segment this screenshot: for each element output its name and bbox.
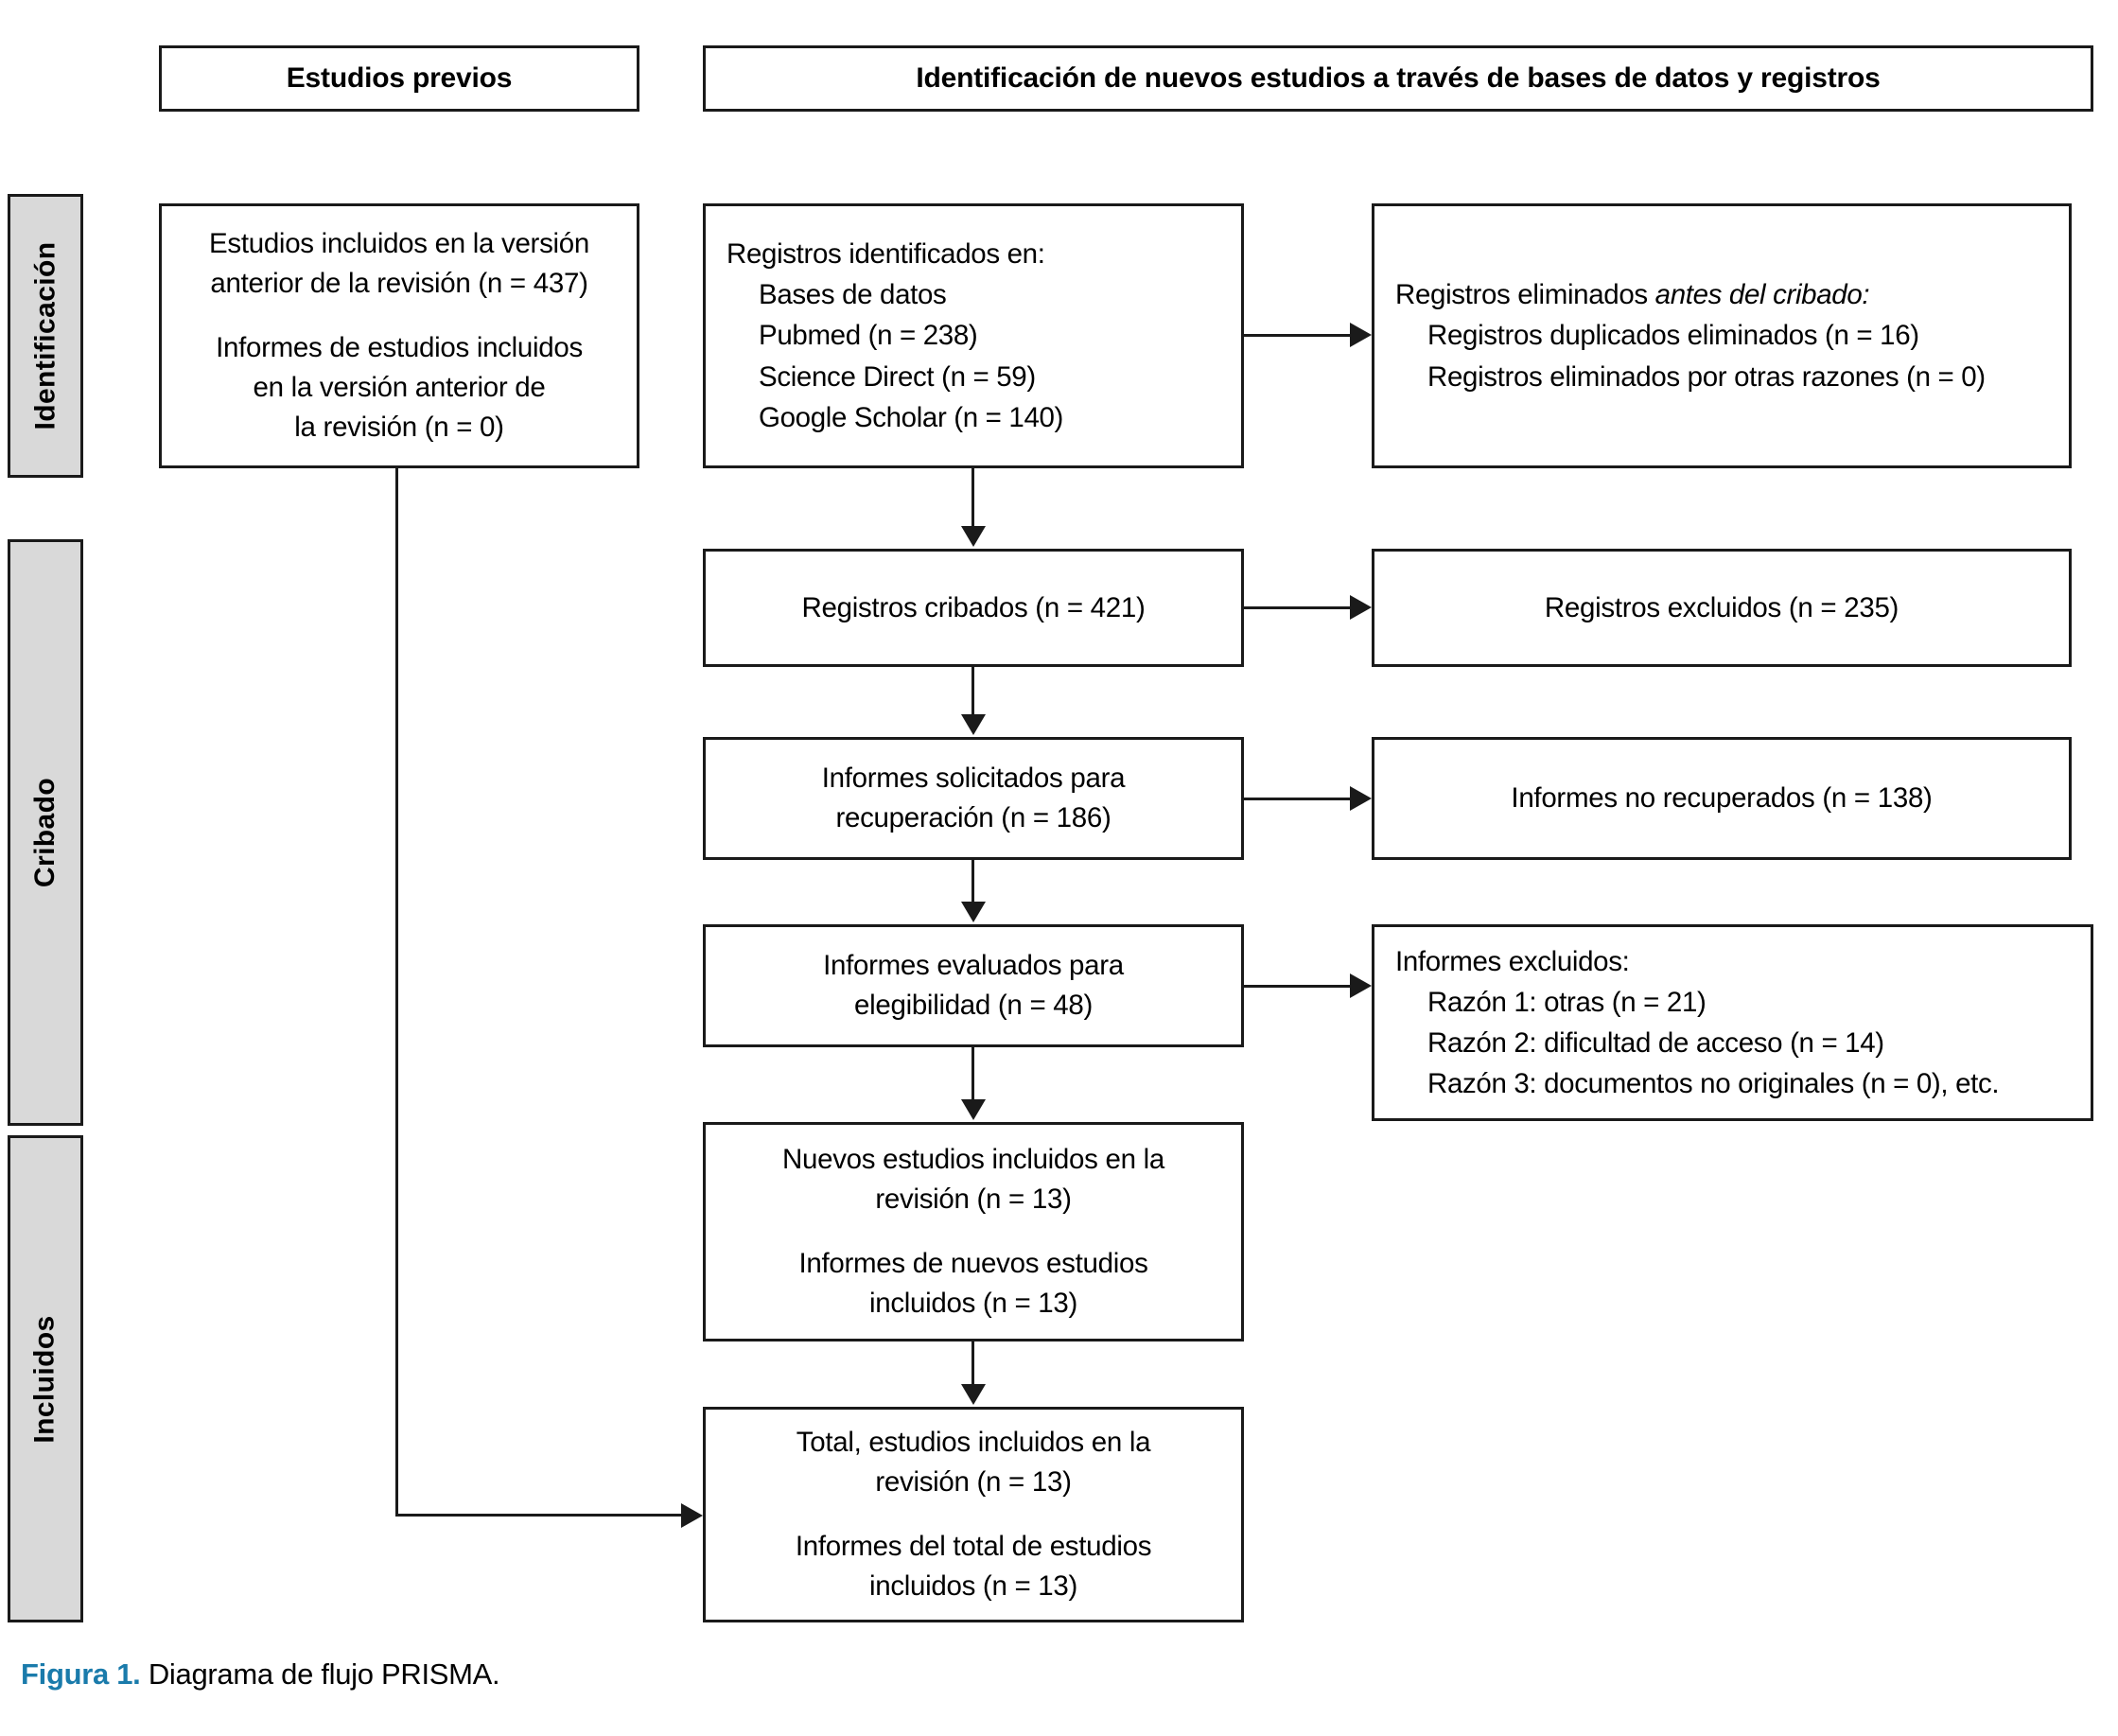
node-new-studies-included-part2: Informes de nuevos estudios incluidos (n… (726, 1244, 1220, 1324)
connector-sought-to-not-retrieved (1244, 798, 1350, 800)
node-reports-assessed-text: Informes evaluados para elegibilidad (n … (726, 946, 1220, 1026)
connector-new-included-to-total (971, 1341, 974, 1386)
node-records-removed-line3: Registros eliminados por otras razones (… (1427, 360, 1986, 393)
connector-sought-to-assessed (971, 860, 974, 903)
text-line: Informes de estudios incluidos (216, 332, 583, 364)
node-reports-excluded-line4: Razón 3: documentos no originales (n = 0… (1427, 1068, 2000, 1100)
connector-assessed-to-new-included (971, 1047, 974, 1101)
node-records-screened: Registros cribados (n = 421) (703, 549, 1244, 667)
node-previous-included: Estudios incluidos en la versión anterio… (159, 203, 639, 468)
node-records-removed-line1: Registros eliminados antes del cribado: (1395, 274, 2048, 315)
node-records-identified-line2: Bases de datos (759, 279, 947, 311)
node-reports-assessed: Informes evaluados para elegibilidad (n … (703, 924, 1244, 1047)
node-total-included-part2: Informes del total de estudios incluidos… (726, 1527, 1220, 1606)
text-line: revisión (n = 13) (875, 1184, 1072, 1216)
arrowhead-assessed-to-reports-excluded (1350, 973, 1372, 998)
arrowhead-identified-to-removed (1350, 323, 1372, 347)
node-records-excluded-text: Registros excluidos (n = 235) (1544, 591, 1899, 623)
header-previous-studies: Estudios previos (159, 45, 639, 112)
node-records-identified-line3: Pubmed (n = 238) (759, 320, 978, 352)
text-line: revisión (n = 13) (875, 1466, 1072, 1499)
text-line: la revisión (n = 0) (294, 411, 504, 443)
stage-label-identificacion-text: Identificación (29, 241, 61, 430)
arrowhead-screened-to-sought (961, 714, 986, 735)
node-reports-sought: Informes solicitados para recuperación (… (703, 737, 1244, 860)
figure-caption: Figura 1. Diagrama de flujo PRISMA. (21, 1657, 500, 1692)
node-new-studies-included-part1: Nuevos estudios incluidos en la revisión… (726, 1140, 1220, 1219)
text-line: elegibilidad (n = 48) (854, 990, 1093, 1021)
node-total-included: Total, estudios incluidos en la revisión… (703, 1407, 1244, 1622)
node-records-excluded: Registros excluidos (n = 235) (1372, 549, 2072, 667)
text-line: Estudios incluidos en la versión (209, 228, 589, 260)
node-records-identified-line5: Google Scholar (n = 140) (759, 401, 1064, 433)
figure-number: Figura 1. (21, 1657, 141, 1691)
node-reports-excluded: Informes excluidos: Razón 1: otras (n = … (1372, 924, 2093, 1121)
node-records-removed: Registros eliminados antes del cribado: … (1372, 203, 2072, 468)
text-line: Total, estudios incluidos en la (796, 1427, 1151, 1459)
text-line-italic: antes del cribado: (1654, 279, 1870, 311)
stage-label-incluidos: Incluidos (8, 1135, 83, 1622)
node-records-identified: Registros identificados en: Bases de dat… (703, 203, 1244, 468)
connector-assessed-to-reports-excluded (1244, 985, 1350, 988)
arrowhead-assessed-to-new-included (961, 1099, 986, 1120)
stage-label-cribado: Cribado (8, 539, 83, 1126)
arrowhead-previous-to-total (681, 1503, 703, 1528)
node-records-identified-line4: Science Direct (n = 59) (759, 360, 1036, 393)
figure-caption-text: Diagrama de flujo PRISMA. (148, 1657, 500, 1691)
node-previous-included-line2: Informes de estudios incluidos en la ver… (183, 328, 616, 447)
text-line: Informes de nuevos estudios (798, 1248, 1148, 1279)
node-previous-included-line1: Estudios incluidos en la versión anterio… (183, 224, 616, 304)
text-line: Informes evaluados para (823, 950, 1124, 982)
node-records-identified-line1: Registros identificados en: (726, 238, 1045, 271)
text-line: incluidos (n = 13) (868, 1287, 1078, 1319)
stage-label-incluidos-text: Incluidos (29, 1314, 61, 1444)
header-previous-studies-text: Estudios previos (286, 62, 513, 94)
arrowhead-sought-to-assessed (961, 902, 986, 922)
text-line: Informes del total de estudios (795, 1531, 1152, 1562)
node-records-removed-line2: Registros duplicados eliminados (n = 16) (1427, 320, 1919, 352)
arrowhead-screened-to-excluded (1350, 595, 1372, 620)
connector-previous-to-total-horizontal (395, 1514, 684, 1517)
node-reports-excluded-line2: Razón 1: otras (n = 21) (1427, 986, 1707, 1018)
node-new-studies-included: Nuevos estudios incluidos en la revisión… (703, 1122, 1244, 1341)
stage-label-identificacion: Identificación (8, 194, 83, 478)
connector-screened-to-excluded (1244, 606, 1350, 609)
header-new-studies-text: Identificación de nuevos estudios a trav… (916, 62, 1881, 94)
node-reports-not-retrieved-text: Informes no recuperados (n = 138) (1511, 782, 1933, 815)
text-line: Informes solicitados para (821, 763, 1126, 795)
text-line: en la versión anterior de (253, 371, 546, 403)
node-reports-sought-text: Informes solicitados para recuperación (… (726, 759, 1220, 838)
arrowhead-new-included-to-total (961, 1384, 986, 1405)
connector-identified-to-screened (971, 468, 974, 528)
connector-screened-to-sought (971, 667, 974, 716)
arrowhead-sought-to-not-retrieved (1350, 786, 1372, 811)
text-line: incluidos (n = 13) (868, 1569, 1078, 1602)
header-new-studies: Identificación de nuevos estudios a trav… (703, 45, 2093, 112)
node-reports-not-retrieved: Informes no recuperados (n = 138) (1372, 737, 2072, 860)
text-line: anterior de la revisión (n = 437) (210, 268, 588, 300)
stage-label-cribado-text: Cribado (29, 777, 61, 888)
node-reports-excluded-line1: Informes excluidos: (1395, 945, 1630, 977)
connector-previous-to-total-vertical (395, 468, 398, 1517)
node-total-included-part1: Total, estudios incluidos en la revisión… (726, 1423, 1220, 1502)
connector-identified-to-removed (1244, 334, 1350, 337)
text-line: recuperación (n = 186) (835, 802, 1112, 833)
text-line: Nuevos estudios incluidos en la (782, 1144, 1164, 1176)
node-records-screened-text: Registros cribados (n = 421) (801, 591, 1146, 623)
text-line: Registros eliminados (1395, 279, 1655, 311)
arrowhead-identified-to-screened (961, 526, 986, 547)
node-reports-excluded-line3: Razón 2: dificultad de acceso (n = 14) (1427, 1027, 1884, 1059)
